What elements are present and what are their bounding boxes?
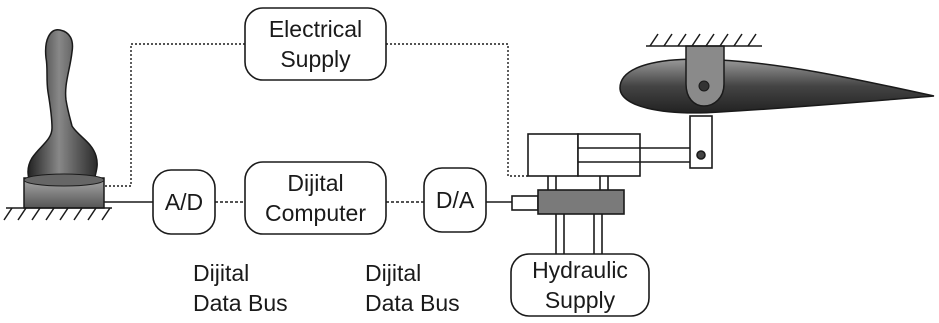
bus-label-left: Dijital Data Bus <box>193 258 288 318</box>
digital-computer-line2: Computer <box>265 200 366 226</box>
actuator-assembly <box>511 115 713 254</box>
electrical-supply-label: Electrical Supply <box>245 14 386 74</box>
bus-label-right: Dijital Data Bus <box>365 258 460 318</box>
digital-computer-box <box>244 161 387 235</box>
hydraulic-supply-line2: Supply <box>544 287 616 313</box>
ground-hatch-left <box>3 207 112 221</box>
bus-label-left-line1: Dijital <box>193 260 250 286</box>
hydraulic-supply-box <box>510 253 650 317</box>
hydraulic-supply-line1: Hydraulic <box>532 257 628 283</box>
digital-computer-label: Dijital Computer <box>245 168 386 228</box>
ground-hatch-top <box>646 33 762 47</box>
da-box <box>423 167 487 233</box>
electrical-supply-line2: Supply <box>280 46 351 72</box>
ad-label: A/D <box>164 189 204 215</box>
bus-label-left-line2: Data Bus <box>193 290 288 316</box>
electrical-supply-line1: Electrical <box>268 16 363 42</box>
hydraulic-supply-label: Hydraulic Supply <box>511 255 649 315</box>
bus-label-right-line1: Dijital <box>365 260 422 286</box>
electrical-lines <box>104 43 528 187</box>
control-surface-icon <box>619 45 935 114</box>
joystick-icon <box>23 29 105 209</box>
digital-computer-line1: Dijital <box>287 170 344 196</box>
da-label: D/A <box>435 187 475 213</box>
bus-label-right-line2: Data Bus <box>365 290 460 316</box>
